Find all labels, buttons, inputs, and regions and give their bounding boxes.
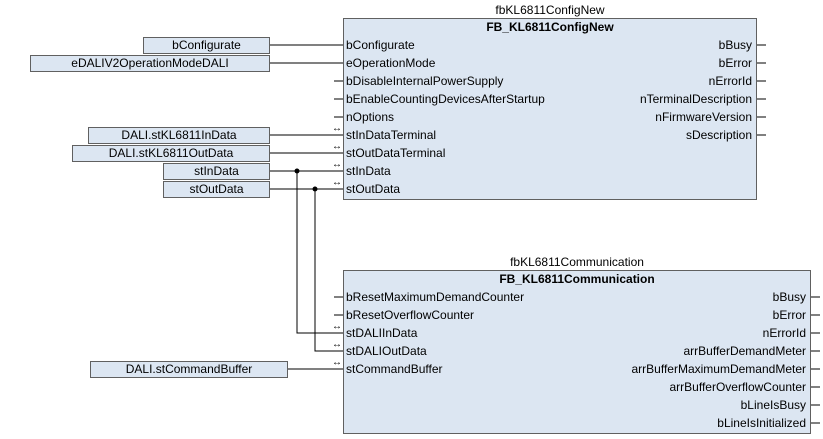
fb1-input-noptions: nOptions xyxy=(346,110,395,124)
fb1-input-benablecountingdevicesafterstartup: bEnableCountingDevicesAfterStartup xyxy=(346,92,545,106)
fb2-output-arrbufferdemandmeter: arrBufferDemandMeter xyxy=(683,344,807,358)
fb2-input-stdalioutdata: stDALIOutData xyxy=(346,344,427,358)
fb1-instance-name: fbKL6811ConfigNew xyxy=(495,3,605,17)
wire-branch-stindata xyxy=(296,171,343,334)
fb1-input-stoutdataterminal: stOutDataTerminal xyxy=(346,146,446,160)
fb2-output-arrbufferoverflowcounter: arrBufferOverflowCounter xyxy=(669,380,807,394)
inout-arrow-icon: ↔ xyxy=(332,177,342,188)
fb1-output-nterminaldescription: nTerminalDescription xyxy=(639,92,752,106)
fb1-input-bconfigurate: bConfigurate xyxy=(346,38,415,52)
junction-dot-stindata xyxy=(294,168,300,174)
wire-branch-stoutdata xyxy=(314,189,343,352)
fb2-input-bresetmaximumdemandcounter: bResetMaximumDemandCounter xyxy=(346,290,525,304)
fb1-type-name: FB_KL6811ConfigNew xyxy=(486,20,614,34)
inout-arrow-icon: ↔ xyxy=(332,159,342,170)
variable-dali-stkl6811indata[interactable]: DALI.stKL6811InData xyxy=(88,127,270,144)
fb2-output-bbusy: bBusy xyxy=(772,290,806,304)
inout-arrow-icon: ↔ xyxy=(332,357,342,368)
inout-arrow-icon: ↔ xyxy=(332,123,342,134)
fb1-output-berror: bError xyxy=(718,56,752,70)
fb1-input-stindataterminal: stInDataTerminal xyxy=(346,128,437,142)
variable-bconfigurate[interactable]: bConfigurate xyxy=(143,37,270,54)
fb2-output-arrbuffermaximumdemandmeter: arrBufferMaximumDemandMeter xyxy=(631,362,807,376)
function-block-communication[interactable]: FB_KL6811Communication bResetMaximumDema… xyxy=(343,270,811,434)
variable-stoutdata[interactable]: stOutData xyxy=(163,181,270,198)
inout-arrow-icon: ↔ xyxy=(332,321,342,332)
inout-arrow-icon: ↔ xyxy=(332,339,342,350)
fb2-instance-name: fbKL6811Communication xyxy=(510,255,644,269)
fb1-input-eoperationmode: eOperationMode xyxy=(346,56,436,70)
fb2-output-blineisinitialized: bLineIsInitialized xyxy=(717,416,806,430)
variable-edaliv2operationmodedali[interactable]: eDALIV2OperationModeDALI xyxy=(30,55,270,72)
fb1-output-sdescription: sDescription xyxy=(685,128,752,142)
fb2-input-stcommandbuffer: stCommandBuffer xyxy=(346,362,443,376)
fb1-input-stindata: stInData xyxy=(346,164,391,178)
fb2-input-stdaliindata: stDALIInData xyxy=(346,326,418,340)
function-block-configure[interactable]: FB_KL6811ConfigNew bConfigurate eOperati… xyxy=(343,18,757,200)
fb1-output-nfirmwareversion: nFirmwareVersion xyxy=(655,110,752,124)
inout-arrow-icon: ↔ xyxy=(332,141,342,152)
variable-stindata[interactable]: stInData xyxy=(163,163,270,180)
fb1-input-stoutdata: stOutData xyxy=(346,182,401,196)
variable-dali-stcommandbuffer[interactable]: DALI.stCommandBuffer xyxy=(90,361,288,378)
fb2-output-berror: bError xyxy=(772,308,806,322)
fb2-type-name: FB_KL6811Communication xyxy=(499,272,655,286)
fb2-output-blineisbusy: bLineIsBusy xyxy=(740,398,806,412)
variable-dali-stkl6811outdata[interactable]: DALI.stKL6811OutData xyxy=(72,145,270,162)
fb1-input-bdisableinternalpowersupply: bDisableInternalPowerSupply xyxy=(346,74,504,88)
fb2-output-nerrorid: nErrorId xyxy=(762,326,806,340)
junction-dot-stoutdata xyxy=(312,186,318,192)
fb1-output-nerrorid: nErrorId xyxy=(708,74,752,88)
fb2-input-bresetoverflowcounter: bResetOverflowCounter xyxy=(346,308,475,322)
fb1-output-bbusy: bBusy xyxy=(718,38,752,52)
